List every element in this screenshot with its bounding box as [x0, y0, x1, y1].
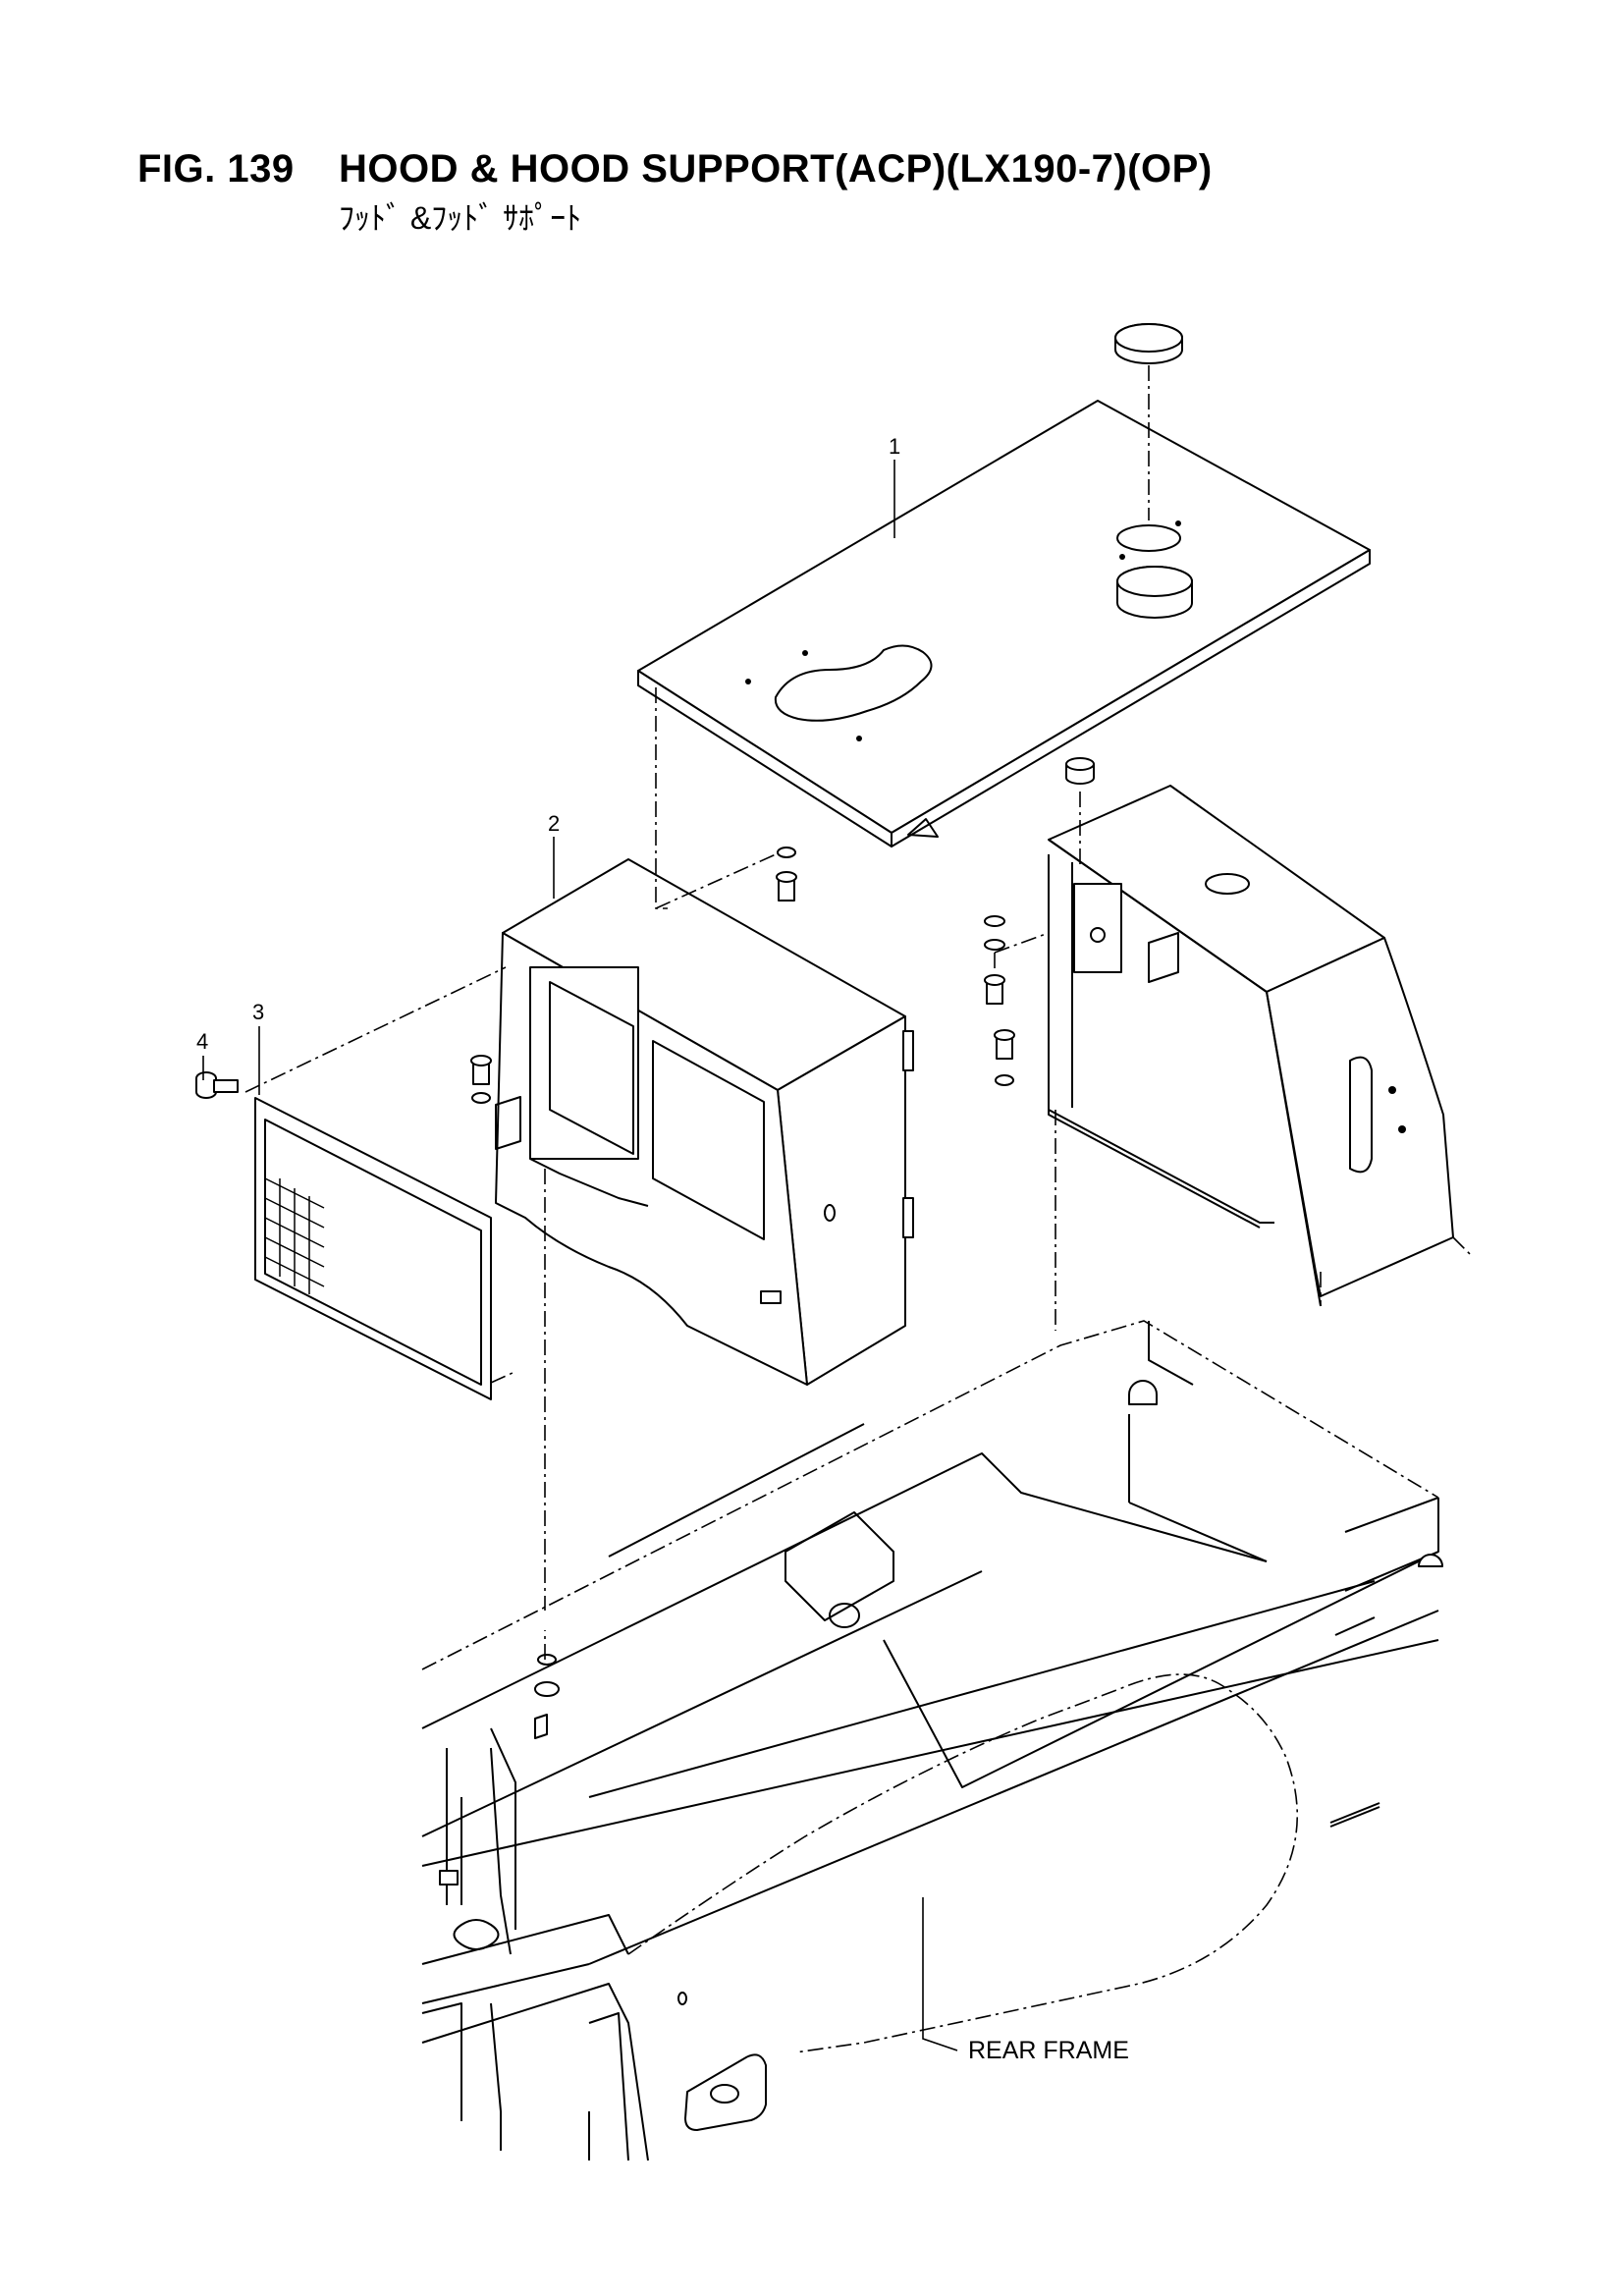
- filler-cap-icon: [1114, 323, 1183, 364]
- figure-number: FIG. 139: [137, 147, 295, 191]
- rear-frame: [421, 1320, 1443, 2161]
- hood-support-right: [1048, 785, 1454, 1307]
- figure-title-line: FIG. 139 HOOD & HOOD SUPPORT(ACP)(LX190-7…: [137, 147, 1213, 191]
- figure-header: FIG. 139 HOOD & HOOD SUPPORT(ACP)(LX190-7…: [137, 147, 1213, 239]
- bolt-icon: [984, 974, 1005, 1005]
- panel-ring-icon: [1116, 566, 1193, 619]
- figure-subtitle-jp: ﾌｯﾄﾞ &ﾌｯﾄﾞ ｻﾎﾟｰﾄ: [339, 200, 582, 236]
- callout-1-label: 1: [889, 434, 900, 459]
- knob-bolt-icon: [195, 1071, 239, 1099]
- callout-2-label: 2: [548, 811, 560, 836]
- hood-top-panel: [637, 400, 1371, 847]
- bolt-icon: [994, 1029, 1015, 1086]
- hood-support-left: [495, 858, 914, 1386]
- figure-title: HOOD & HOOD SUPPORT(ACP)(LX190-7)(OP): [339, 147, 1213, 191]
- washer-icon: [984, 915, 1005, 951]
- callout-leaders: [202, 460, 958, 2051]
- grille-screen: [254, 1097, 492, 1400]
- bolt-icon: [470, 1055, 492, 1104]
- rear-frame-label: REAR FRAME: [968, 2037, 1129, 2064]
- grommet-icon: [1065, 757, 1095, 785]
- bolt-icon: [776, 847, 797, 902]
- assembly-lines: [244, 365, 1474, 1660]
- callout-3-label: 3: [252, 1000, 264, 1024]
- callout-4-label: 4: [196, 1029, 208, 1054]
